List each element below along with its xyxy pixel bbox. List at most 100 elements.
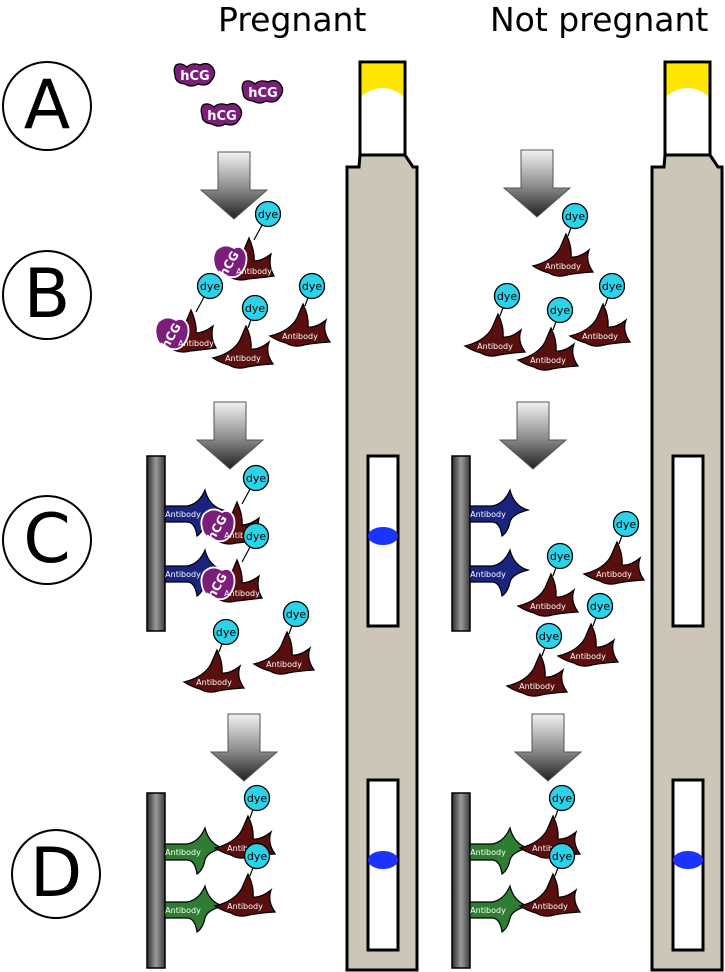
antibody-label: Antibody xyxy=(224,589,260,598)
process-arrow xyxy=(498,401,568,470)
membrane-wall xyxy=(451,455,471,632)
dye-bead xyxy=(241,294,269,322)
dye-bead xyxy=(548,784,576,812)
antibody-label: Antibody xyxy=(477,342,513,351)
pregnant-test-strip xyxy=(345,60,419,972)
labeled-antibody: Antibody xyxy=(182,648,246,693)
membrane-wall xyxy=(146,455,166,632)
hcg-label: hCG xyxy=(180,69,209,84)
antibody-label: Antibody xyxy=(282,332,318,341)
dye-label: dye xyxy=(258,208,278,221)
dye-bead xyxy=(546,296,574,324)
process-arrow xyxy=(513,713,583,782)
antibody-label: Antibody xyxy=(582,332,618,341)
dye-bead xyxy=(282,600,310,628)
hcg-molecule: hCG xyxy=(173,62,216,87)
result-window xyxy=(671,454,705,628)
antibody-label: Antibody xyxy=(530,356,566,365)
dye-label: dye xyxy=(552,792,572,805)
antibody-label: Antibody xyxy=(470,848,506,857)
step-d-label: D xyxy=(11,829,101,919)
dye-label: dye xyxy=(286,608,306,621)
cap-liquid xyxy=(666,64,709,96)
dye-label: dye xyxy=(200,280,220,293)
antibody-label: Antibody xyxy=(530,602,566,611)
pregnant-title: Pregnant xyxy=(218,0,367,39)
hcg-molecule: hCG xyxy=(241,79,284,104)
control-antibody: Antibody xyxy=(469,884,531,934)
labeled-antibody: Antibody xyxy=(211,324,275,369)
dye-bead xyxy=(548,842,576,870)
labeled-antibody: Antibody xyxy=(556,622,620,667)
antibody-label: Antibody xyxy=(532,902,568,911)
labeled-antibody: Antibody xyxy=(516,326,580,371)
dye-bead xyxy=(612,510,640,538)
control-antibody: Antibody xyxy=(164,884,226,934)
antibody-label: Antibody xyxy=(470,906,506,915)
labeled-antibody: Antibody xyxy=(463,312,527,357)
labeled-antibody: Antibody xyxy=(516,572,580,617)
labeled-antibody: Antibody xyxy=(518,872,582,917)
labeled-antibody: Antibody xyxy=(268,302,332,347)
dye-bead xyxy=(243,784,271,812)
antibody-label: Antibody xyxy=(470,510,506,519)
result-line xyxy=(368,851,398,869)
dye-bead xyxy=(586,592,614,620)
antibody-label: Antibody xyxy=(225,354,261,363)
labeled-antibody: Antibody xyxy=(531,232,595,277)
labeled-antibody: Antibody xyxy=(213,872,277,917)
antibody-label: Antibody xyxy=(196,678,232,687)
result-line xyxy=(673,851,703,869)
not-pregnant-title: Not pregnant xyxy=(490,0,709,39)
dye-bead xyxy=(493,282,521,310)
antibody-label: Antibody xyxy=(165,510,201,519)
dye-label: dye xyxy=(616,518,636,531)
membrane-wall xyxy=(451,792,471,969)
step-c-label: C xyxy=(2,495,92,585)
step-a-label: A xyxy=(2,61,92,151)
dye-label: dye xyxy=(216,626,236,639)
labeled-antibody: Antibody xyxy=(568,302,632,347)
dye-label: dye xyxy=(565,210,585,223)
dye-label: dye xyxy=(539,630,559,643)
antibody-label: Antibody xyxy=(227,844,263,853)
antibody-label: Antibody xyxy=(165,848,201,857)
dye-bead xyxy=(546,542,574,570)
cap-liquid xyxy=(361,64,404,96)
dye-bead xyxy=(242,522,270,550)
dye-label: dye xyxy=(247,850,267,863)
dye-label: dye xyxy=(246,472,266,485)
process-arrow xyxy=(209,713,279,782)
dye-label: dye xyxy=(590,600,610,613)
dye-label: dye xyxy=(246,530,266,543)
dye-bead xyxy=(243,842,271,870)
process-arrow xyxy=(502,149,572,218)
antibody-label: Antibody xyxy=(545,262,581,271)
dye-bead xyxy=(212,618,240,646)
hcg-molecule: hCG xyxy=(200,102,243,127)
labeled-antibody: Antibody xyxy=(582,540,646,585)
labeled-antibody: Antibody xyxy=(505,652,569,697)
antibody-label: Antibody xyxy=(470,570,506,579)
hcg-label: hCG xyxy=(248,86,277,101)
not-pregnant-test-strip xyxy=(650,60,724,972)
antibody-label: Antibody xyxy=(224,531,260,540)
dye-label: dye xyxy=(497,290,517,303)
antibody-label: Antibody xyxy=(596,570,632,579)
step-b-label: B xyxy=(2,250,92,340)
antibody-label: Antibody xyxy=(236,267,272,276)
labeled-antibody: Antibody xyxy=(252,630,316,675)
process-arrow xyxy=(195,401,265,470)
antibody-label: Antibody xyxy=(570,652,606,661)
antibody-label: Antibody xyxy=(178,339,214,348)
membrane-wall xyxy=(146,792,166,969)
dye-label: dye xyxy=(247,792,267,805)
dye-label: dye xyxy=(552,850,572,863)
process-arrow xyxy=(199,151,269,220)
result-line xyxy=(368,527,398,545)
